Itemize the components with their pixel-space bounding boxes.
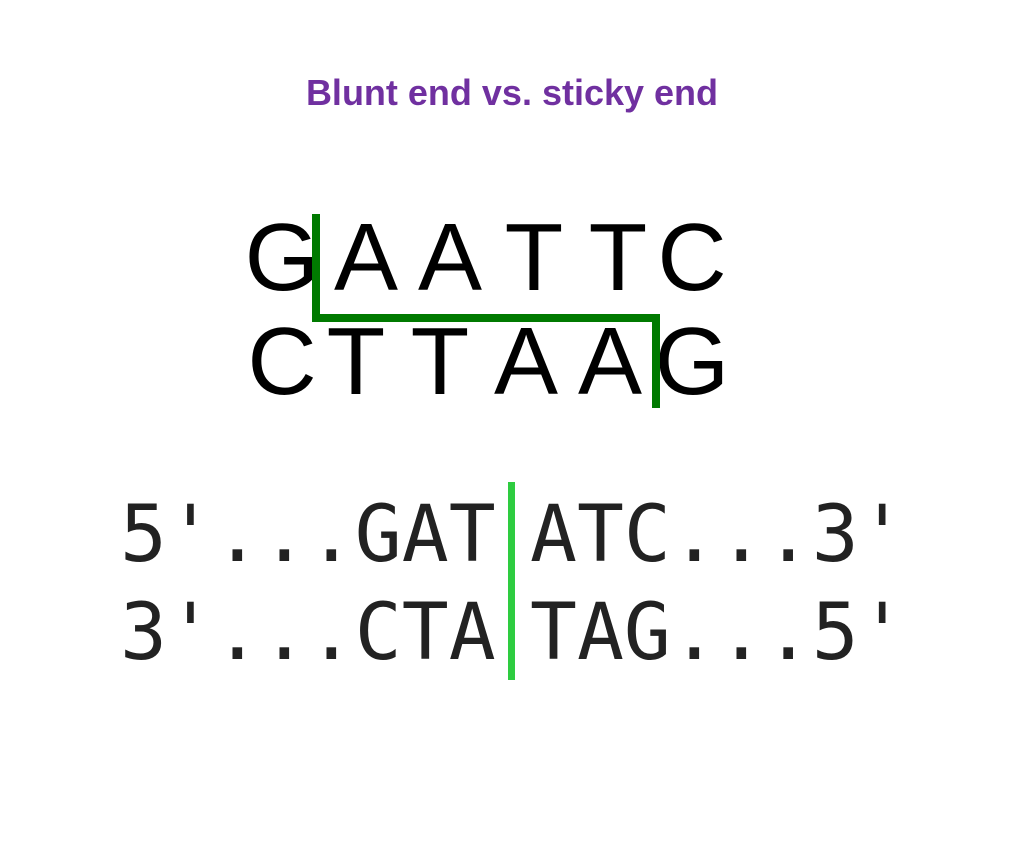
sticky-top-base: T [588,204,648,311]
sticky-top-base: A [333,204,399,311]
sticky-cut-line [312,214,660,408]
sticky-bottom-base: G [654,308,730,415]
blunt-top-right: ATC...3' [530,490,906,580]
sticky-top-base: A [417,204,483,311]
blunt-bottom-left: 3'...CTA [120,588,496,678]
blunt-cut-line [508,482,515,680]
sticky-top-base: T [504,204,564,311]
sticky-top-base: C [657,204,727,311]
blunt-bottom-right: TAG...5' [530,588,906,678]
sticky-bottom-base: A [577,308,643,415]
sticky-bottom-base: T [326,308,386,415]
sticky-bottom-base: A [493,308,559,415]
sticky-bottom-base: T [410,308,470,415]
sticky-cut-path [312,214,660,408]
sticky-top-base: G [244,204,320,311]
slide-title: Blunt end vs. sticky end [305,72,719,113]
blunt-top-strand: 5'...GAT ATC...3' [120,490,906,760]
blunt-bottom-strand: 3'...CTA TAG...5' [120,588,906,858]
blunt-top-left: 5'...GAT [120,490,496,580]
sticky-bottom-base: C [247,308,317,415]
